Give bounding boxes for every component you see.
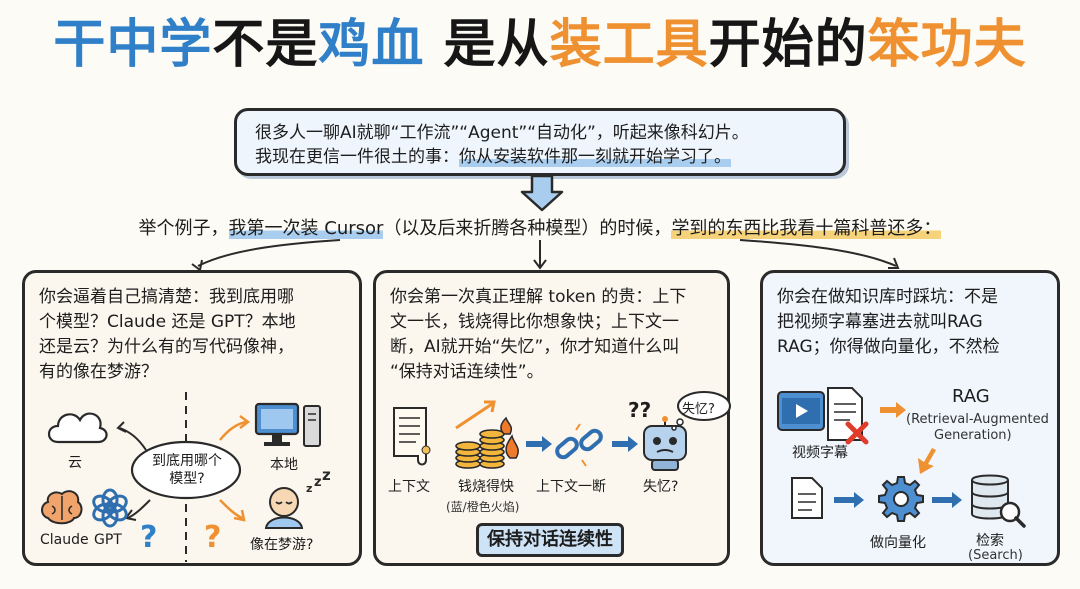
bubble-text: 失忆?	[682, 402, 715, 417]
center-question: 到底用哪个 模型?	[152, 453, 222, 487]
robot-icon	[643, 416, 687, 471]
panel1-line-3: 还是云？为什么有的写代码像神，	[39, 337, 294, 357]
panel1-line-2: 个模型？Claude 还是 GPT？本地	[39, 312, 296, 332]
rag-full-2: Generation)	[934, 428, 1012, 443]
cloud-icon	[47, 412, 108, 444]
video-subtitle-icon	[777, 387, 869, 445]
rag-full-1: (Retrieval-Augmented	[906, 412, 1049, 427]
vector-label: 做向量化	[870, 535, 926, 551]
broken-label: 上下文一断	[536, 479, 606, 495]
title-part-5: 装工具	[549, 15, 709, 75]
intro-line-2-a: 我现在更信一件很土的事：	[255, 147, 459, 167]
title-part-6: 开始的	[708, 15, 868, 75]
svg-text:z: z	[306, 482, 312, 495]
money-label: 钱烧得快	[458, 479, 514, 495]
scroll-icon	[393, 407, 431, 466]
page-title: 干中学不是鸡血 是从装工具开始的笨功夫	[0, 10, 1080, 80]
sleepy-face-icon: z z z	[264, 466, 331, 529]
example-line: 举个例子，我第一次装 Cursor（以及后来折腾各种模型）的时候，学到的东西比我…	[0, 214, 1080, 240]
openai-icon	[92, 488, 128, 528]
title-part-4: 是从	[443, 15, 550, 75]
panel3-line-1: 你会在做知识库时踩坑：不是	[777, 287, 998, 307]
rag-label: RAG	[952, 386, 990, 407]
document-icon	[791, 477, 823, 519]
arrow-right-icon	[526, 436, 552, 452]
gpt-label: GPT	[94, 532, 122, 548]
question-mark-orange: ?	[204, 520, 222, 555]
coins-fire-icon	[455, 400, 519, 469]
panel2-line-1: 你会第一次真正理解 token 的贵：上下	[390, 287, 687, 307]
panel1-line-4: 有的像在梦游？	[39, 362, 158, 382]
title-part-7: 笨功夫	[867, 15, 1027, 75]
title-part-2: 不是	[212, 15, 319, 75]
arrow-orange-right	[880, 402, 906, 418]
claude-label: Claude	[40, 532, 89, 548]
connector-arrows	[191, 239, 900, 272]
svg-text:z: z	[314, 475, 322, 490]
cloud-label: 云	[68, 455, 82, 471]
panel3-line-3: RAG；你得做向量化，不然检	[777, 337, 1000, 357]
example-c: （以及后来折腾各种模型）的时候，	[383, 218, 672, 239]
intro-line-1: 很多人一聊AI就聊“工作流”“Agent”“自动化”，听起来像科幻片。	[255, 123, 749, 143]
intro-box: 很多人一聊AI就聊“工作流”“Agent”“自动化”，听起来像科幻片。 我现在更…	[234, 108, 846, 176]
dream-label: 像在梦游?	[250, 537, 314, 553]
monitor-icon	[254, 402, 321, 447]
broken-chain-icon	[555, 423, 603, 467]
example-d: 学到的东西比我看十篇科普还多：	[671, 218, 942, 239]
title-part-3: 鸡血	[318, 15, 425, 75]
panel2-line-4: “保持对话连续性”。	[390, 362, 544, 382]
money-sub-label: (蓝/橙色火焰)	[446, 500, 520, 514]
panel1-arrows	[116, 415, 251, 522]
context-label: 上下文	[388, 479, 430, 495]
search-label: 检索	[976, 533, 1004, 549]
arrow-orange-down	[918, 448, 936, 474]
panel2-line-2: 文一长，钱烧得比你想象快；上下文一	[390, 312, 679, 332]
down-arrow-icon	[520, 174, 564, 212]
example-b: 我第一次装 Cursor	[228, 218, 384, 239]
panel2-line-3: 断，AI就开始“失忆”，你才知道什么叫	[390, 337, 680, 357]
subtitle-label: 视频字幕	[792, 445, 848, 461]
intro-line-2-b: 你从安装软件那一刻就开始学习了。	[459, 147, 731, 167]
search-en-label: (Search)	[968, 548, 1023, 563]
panel1-line-1: 你会逼着自己搞清楚：我到底用哪	[39, 287, 294, 307]
continuity-banner: 保持对话连续性	[476, 523, 624, 557]
local-label: 本地	[270, 457, 298, 473]
svg-text:z: z	[322, 466, 331, 484]
arrow-blue-1	[834, 492, 864, 508]
database-search-icon	[971, 474, 1026, 528]
arrow-right-icon-2	[612, 436, 638, 452]
question-mark-blue: ?	[140, 520, 158, 555]
thought-bubble	[671, 391, 731, 431]
example-a: 举个例子，	[138, 218, 229, 239]
panel3-line-2: 把视频字幕塞进去就叫RAG	[777, 312, 983, 332]
double-question: ??	[628, 398, 652, 422]
panel-token-cost: 你会第一次真正理解 token 的贵：上下 文一长，钱烧得比你想象快；上下文一 …	[373, 270, 730, 566]
brain-icon	[41, 490, 83, 525]
intro-line-2: 我现在更信一件很土的事：你从安装软件那一刻就开始学习了。	[255, 145, 825, 169]
question-bubble	[130, 440, 242, 500]
title-part-1: 干中学	[53, 15, 213, 75]
gear-icon	[878, 476, 924, 522]
forget-label: 失忆?	[643, 479, 679, 495]
arrow-blue-2	[932, 492, 962, 508]
